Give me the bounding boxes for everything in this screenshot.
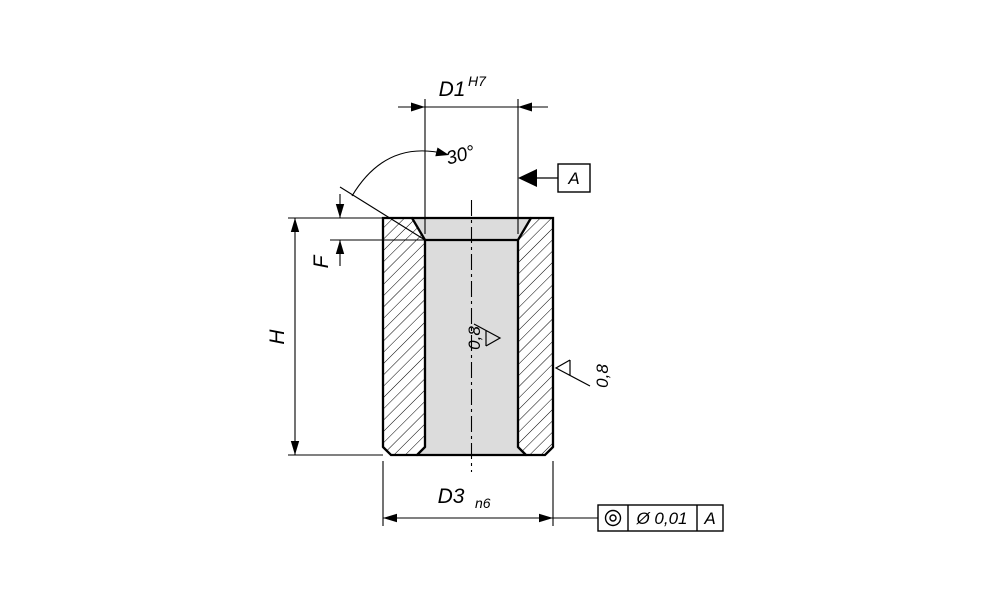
tolerance-frame-value: Ø 0,01 [635,509,687,528]
datum-triangle-icon [518,169,537,187]
dimension-h: H [266,217,383,456]
bore-roughness-value: 0,8 [465,326,484,350]
right-wall-hatching [518,218,553,455]
left-wall-hatching [383,218,425,455]
arrowhead [290,441,300,455]
outer-roughness-value: 0,8 [593,364,612,388]
arrowhead [383,513,397,523]
concentricity-icon [604,509,622,527]
tolerance-frame: Ø 0,01 A [597,504,724,532]
d1-tolerance-label: H7 [468,73,487,89]
datum-flag: A [518,163,591,193]
tolerance-frame-datum: A [703,509,715,528]
f-dimension-label: F [310,254,333,268]
roughness-check-icon [554,359,591,387]
d3-dimension-label: D3 [438,485,465,508]
d1-dimension-label: D1 [439,78,466,101]
dimension-d3: D3 n6 [382,461,598,526]
d3-tolerance-label: n6 [475,495,491,511]
datum-a-flag-label: A [567,169,579,188]
bore-roughness-symbol: 0,8 [465,323,502,350]
arrowhead [335,240,345,254]
dimension-d1: D1 H7 [398,73,548,234]
arrowhead [335,204,345,218]
arrowhead [411,102,425,112]
arrowhead [435,147,449,157]
arrowhead [539,513,553,523]
arrowhead [518,102,532,112]
dimension-f: F [310,194,425,268]
h-dimension-label: H [266,329,289,345]
chamfer-angle-label: 30° [444,142,478,170]
roughness-check-icon [473,323,502,347]
outer-roughness-symbol: 0,8 [554,359,612,388]
arrowhead [290,218,300,232]
part-outline [381,216,555,457]
